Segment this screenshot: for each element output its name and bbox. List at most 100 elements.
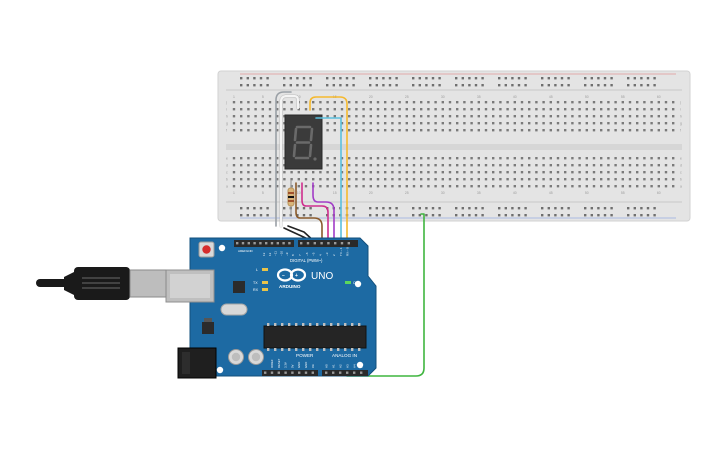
terminal-hole[interactable] bbox=[362, 171, 365, 174]
rail-hole[interactable] bbox=[468, 77, 471, 80]
rail-hole[interactable] bbox=[590, 207, 593, 210]
terminal-hole[interactable] bbox=[398, 101, 401, 104]
terminal-hole[interactable] bbox=[427, 101, 430, 104]
terminal-hole[interactable] bbox=[384, 129, 387, 132]
terminal-hole[interactable] bbox=[578, 157, 581, 160]
terminal-hole[interactable] bbox=[549, 185, 552, 188]
terminal-hole[interactable] bbox=[283, 185, 286, 188]
rail-hole[interactable] bbox=[610, 84, 613, 87]
terminal-hole[interactable] bbox=[276, 157, 279, 160]
terminal-hole[interactable] bbox=[362, 115, 365, 118]
terminal-hole[interactable] bbox=[448, 157, 452, 160]
terminal-hole[interactable] bbox=[650, 108, 653, 111]
terminal-hole[interactable] bbox=[672, 171, 675, 174]
terminal-hole[interactable] bbox=[420, 129, 423, 132]
rail-hole[interactable] bbox=[395, 77, 398, 80]
header-pin[interactable] bbox=[327, 242, 330, 245]
rail-hole[interactable] bbox=[610, 77, 613, 80]
rail-hole[interactable] bbox=[375, 77, 378, 80]
rail-hole[interactable] bbox=[517, 214, 521, 217]
terminal-hole[interactable] bbox=[571, 115, 574, 118]
terminal-hole[interactable] bbox=[240, 164, 243, 167]
terminal-hole[interactable] bbox=[276, 164, 279, 167]
terminal-hole[interactable] bbox=[564, 115, 567, 118]
terminal-hole[interactable] bbox=[513, 185, 516, 188]
terminal-hole[interactable] bbox=[520, 171, 524, 174]
usb-cable[interactable] bbox=[36, 267, 167, 300]
terminal-hole[interactable] bbox=[571, 129, 574, 132]
rail-hole[interactable] bbox=[438, 77, 441, 80]
rail-hole[interactable] bbox=[640, 214, 643, 217]
rail-hole[interactable] bbox=[597, 207, 600, 210]
terminal-hole[interactable] bbox=[369, 171, 372, 174]
terminal-hole[interactable] bbox=[636, 171, 639, 174]
terminal-hole[interactable] bbox=[456, 171, 459, 174]
terminal-hole[interactable] bbox=[571, 101, 574, 104]
terminal-hole[interactable] bbox=[470, 115, 473, 118]
rail-hole[interactable] bbox=[259, 207, 263, 210]
terminal-hole[interactable] bbox=[657, 178, 660, 181]
rail-hole[interactable] bbox=[246, 84, 249, 87]
terminal-hole[interactable] bbox=[492, 171, 495, 174]
terminal-hole[interactable] bbox=[420, 122, 423, 125]
terminal-hole[interactable] bbox=[600, 122, 603, 125]
terminal-hole[interactable] bbox=[441, 185, 444, 188]
terminal-hole[interactable] bbox=[492, 108, 495, 111]
terminal-hole[interactable] bbox=[283, 164, 286, 167]
header-pin[interactable] bbox=[264, 371, 267, 374]
terminal-hole[interactable] bbox=[434, 122, 437, 125]
terminal-hole[interactable] bbox=[312, 178, 315, 181]
wire-brown[interactable] bbox=[295, 182, 323, 244]
terminal-hole[interactable] bbox=[571, 157, 574, 160]
terminal-hole[interactable] bbox=[499, 164, 502, 167]
terminal-hole[interactable] bbox=[542, 122, 545, 125]
rail-hole[interactable] bbox=[431, 77, 435, 80]
terminal-hole[interactable] bbox=[628, 185, 632, 188]
terminal-hole[interactable] bbox=[304, 178, 308, 181]
rail-hole[interactable] bbox=[369, 214, 372, 217]
rail-hole[interactable] bbox=[309, 207, 312, 210]
terminal-hole[interactable] bbox=[348, 122, 351, 125]
terminal-hole[interactable] bbox=[664, 157, 668, 160]
terminal-hole[interactable] bbox=[564, 108, 567, 111]
terminal-hole[interactable] bbox=[348, 157, 351, 160]
rail-hole[interactable] bbox=[388, 84, 392, 87]
rail-hole[interactable] bbox=[603, 84, 607, 87]
rail-hole[interactable] bbox=[524, 207, 527, 210]
terminal-hole[interactable] bbox=[607, 157, 610, 160]
rail-hole[interactable] bbox=[326, 77, 329, 80]
terminal-hole[interactable] bbox=[549, 115, 552, 118]
terminal-hole[interactable] bbox=[535, 108, 538, 111]
terminal-hole[interactable] bbox=[636, 129, 639, 132]
rail-hole[interactable] bbox=[541, 77, 544, 80]
terminal-hole[interactable] bbox=[549, 171, 552, 174]
rail-hole[interactable] bbox=[627, 84, 630, 87]
terminal-hole[interactable] bbox=[261, 129, 264, 132]
wire-cyan[interactable] bbox=[315, 117, 342, 244]
header-pin[interactable] bbox=[346, 371, 349, 374]
rail-hole[interactable] bbox=[547, 84, 550, 87]
terminal-hole[interactable] bbox=[391, 171, 394, 174]
terminal-hole[interactable] bbox=[592, 178, 596, 181]
rail-hole[interactable] bbox=[517, 84, 521, 87]
terminal-hole[interactable] bbox=[276, 115, 279, 118]
terminal-hole[interactable] bbox=[650, 122, 653, 125]
terminal-hole[interactable] bbox=[528, 164, 531, 167]
terminal-hole[interactable] bbox=[463, 101, 466, 104]
terminal-hole[interactable] bbox=[520, 115, 524, 118]
terminal-hole[interactable] bbox=[592, 115, 596, 118]
terminal-hole[interactable] bbox=[369, 122, 372, 125]
terminal-hole[interactable] bbox=[614, 115, 617, 118]
terminal-hole[interactable] bbox=[672, 164, 675, 167]
rail-hole[interactable] bbox=[240, 214, 243, 217]
terminal-hole[interactable] bbox=[520, 178, 524, 181]
terminal-hole[interactable] bbox=[376, 164, 380, 167]
terminal-hole[interactable] bbox=[571, 171, 574, 174]
terminal-hole[interactable] bbox=[528, 115, 531, 118]
rail-hole[interactable] bbox=[511, 84, 514, 87]
terminal-hole[interactable] bbox=[405, 178, 408, 181]
terminal-hole[interactable] bbox=[240, 157, 243, 160]
terminal-hole[interactable] bbox=[240, 171, 243, 174]
terminal-hole[interactable] bbox=[592, 108, 596, 111]
rail-hole[interactable] bbox=[266, 77, 269, 80]
